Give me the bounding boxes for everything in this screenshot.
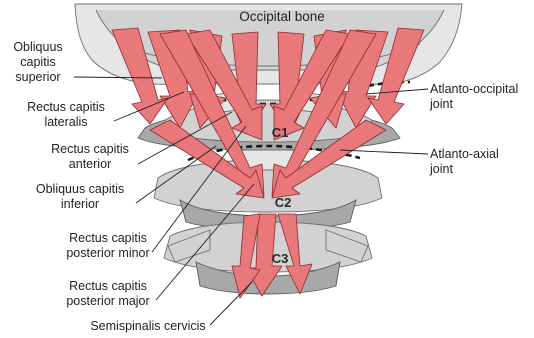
svg-text:capitis: capitis xyxy=(20,55,55,69)
svg-text:Rectus capitis: Rectus capitis xyxy=(51,142,129,156)
svg-text:lateralis: lateralis xyxy=(44,115,87,129)
svg-text:Obliquus: Obliquus xyxy=(13,40,62,54)
label-semispinalis-cervicis: Semispinalis cervicis xyxy=(90,319,205,333)
c2-label: C2 xyxy=(275,195,292,210)
svg-text:Obliquus capitis: Obliquus capitis xyxy=(36,182,124,196)
label-rectus-capitis-anterior: Rectus capitis anterior xyxy=(51,142,129,171)
svg-text:posterior major: posterior major xyxy=(66,294,149,308)
svg-text:Rectus capitis: Rectus capitis xyxy=(69,279,147,293)
label-rectus-capitis-lateralis: Rectus capitis lateralis xyxy=(27,100,105,129)
label-rectus-capitis-posterior-major: Rectus capitis posterior major xyxy=(66,279,149,308)
svg-text:joint: joint xyxy=(429,97,453,111)
svg-text:Atlanto-axial: Atlanto-axial xyxy=(430,147,499,161)
c3-label: C3 xyxy=(272,251,289,266)
svg-text:superior: superior xyxy=(15,70,60,84)
svg-text:posterior minor: posterior minor xyxy=(66,246,149,260)
label-obliquus-capitis-inferior: Obliquus capitis inferior xyxy=(36,182,124,211)
svg-text:inferior: inferior xyxy=(61,197,99,211)
label-rectus-capitis-posterior-minor: Rectus capitis posterior minor xyxy=(66,231,149,260)
svg-text:Rectus capitis: Rectus capitis xyxy=(27,100,105,114)
c1-label: C1 xyxy=(272,125,289,140)
svg-text:Atlanto-occipital: Atlanto-occipital xyxy=(430,82,518,96)
label-atlanto-occipital-joint: Atlanto-occipital joint xyxy=(429,82,518,111)
label-atlanto-axial-joint: Atlanto-axial joint xyxy=(429,147,499,176)
svg-text:joint: joint xyxy=(429,162,453,176)
svg-text:anterior: anterior xyxy=(69,157,111,171)
svg-text:Rectus capitis: Rectus capitis xyxy=(69,231,147,245)
label-obliquus-capitis-superior: Obliquus capitis superior xyxy=(13,40,62,84)
occipital-bone-label: Occipital bone xyxy=(239,9,325,24)
